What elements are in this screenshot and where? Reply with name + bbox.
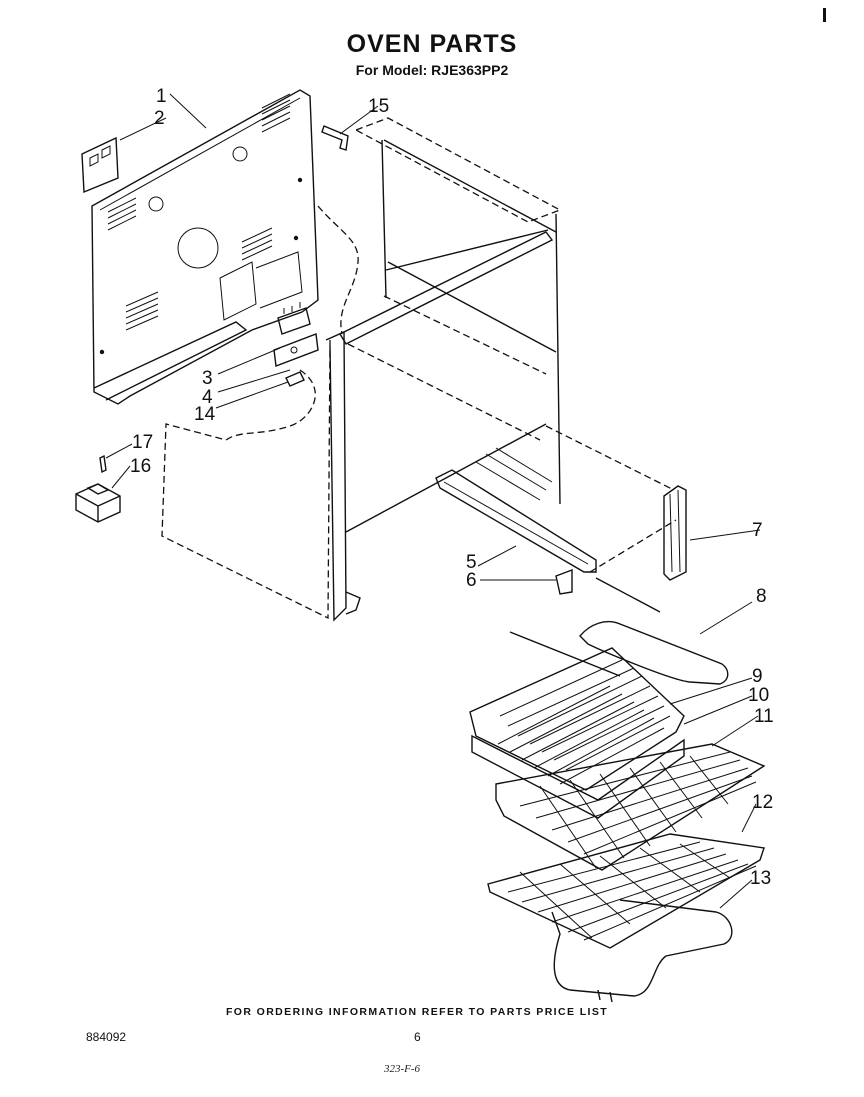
broil-element-part <box>551 899 733 1003</box>
callout-14: 14 <box>194 404 216 425</box>
switch-part <box>75 454 121 523</box>
bake-element-part <box>509 577 729 685</box>
bottom-rail-part <box>435 447 597 573</box>
callout-13: 13 <box>750 868 771 889</box>
oven-rack-part <box>487 743 766 949</box>
callout-12: 12 <box>752 792 773 813</box>
broiler-pan-part <box>469 647 685 819</box>
callout-7: 7 <box>752 520 763 541</box>
terminal-block-part <box>273 302 319 387</box>
callout-labels: 1 2 3 4 5 6 7 8 9 10 11 12 13 14 15 16 1… <box>130 86 774 889</box>
small-bracket-part <box>555 568 573 595</box>
cover-plate-part <box>81 136 119 194</box>
corner-mark <box>822 8 828 24</box>
callout-2: 2 <box>154 108 165 129</box>
page-number: 6 <box>414 1030 421 1044</box>
hidden-outline <box>161 339 331 620</box>
model-label: For Model: RJE363PP2 <box>355 62 509 78</box>
ordering-note: FOR ORDERING INFORMATION REFER TO PARTS … <box>225 1006 609 1018</box>
callout-10: 10 <box>748 685 769 706</box>
callout-11: 11 <box>754 706 774 727</box>
callout-17: 17 <box>132 432 153 453</box>
callout-9: 9 <box>752 666 763 687</box>
callout-15: 15 <box>368 96 389 117</box>
callout-5: 5 <box>466 552 477 573</box>
hidden-outline-2 <box>317 205 359 335</box>
callout-3: 3 <box>202 368 213 389</box>
document-number: 884092 <box>86 1030 127 1044</box>
callout-1: 1 <box>156 86 167 107</box>
leader-lines <box>105 93 761 909</box>
clip-part <box>321 125 349 151</box>
callout-6: 6 <box>466 570 477 591</box>
back-panel-part <box>91 89 319 405</box>
callout-8: 8 <box>756 586 767 607</box>
corner-mark-icon <box>823 8 826 22</box>
cabinet-frame <box>325 117 677 622</box>
callout-16: 16 <box>130 456 151 477</box>
handwritten-code: 323-F-6 <box>384 1063 421 1075</box>
callout-4: 4 <box>202 387 213 408</box>
page-title: OVEN PARTS <box>346 30 518 58</box>
side-trim-part <box>663 485 687 581</box>
